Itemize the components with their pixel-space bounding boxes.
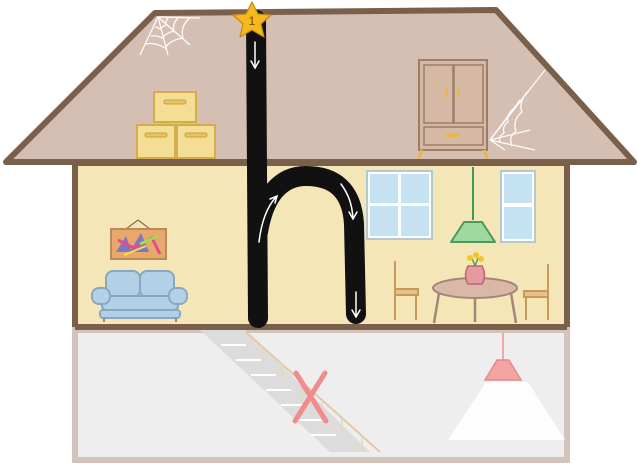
box-left [137, 125, 175, 158]
window-left [367, 171, 432, 239]
flower-vase [466, 252, 485, 284]
window-right [501, 171, 535, 242]
wardrobe [418, 60, 488, 158]
sofa [92, 271, 187, 322]
stroke-start-number: 1 [249, 14, 256, 28]
box-right [177, 125, 215, 158]
roof [6, 10, 634, 162]
box-top [154, 92, 196, 122]
